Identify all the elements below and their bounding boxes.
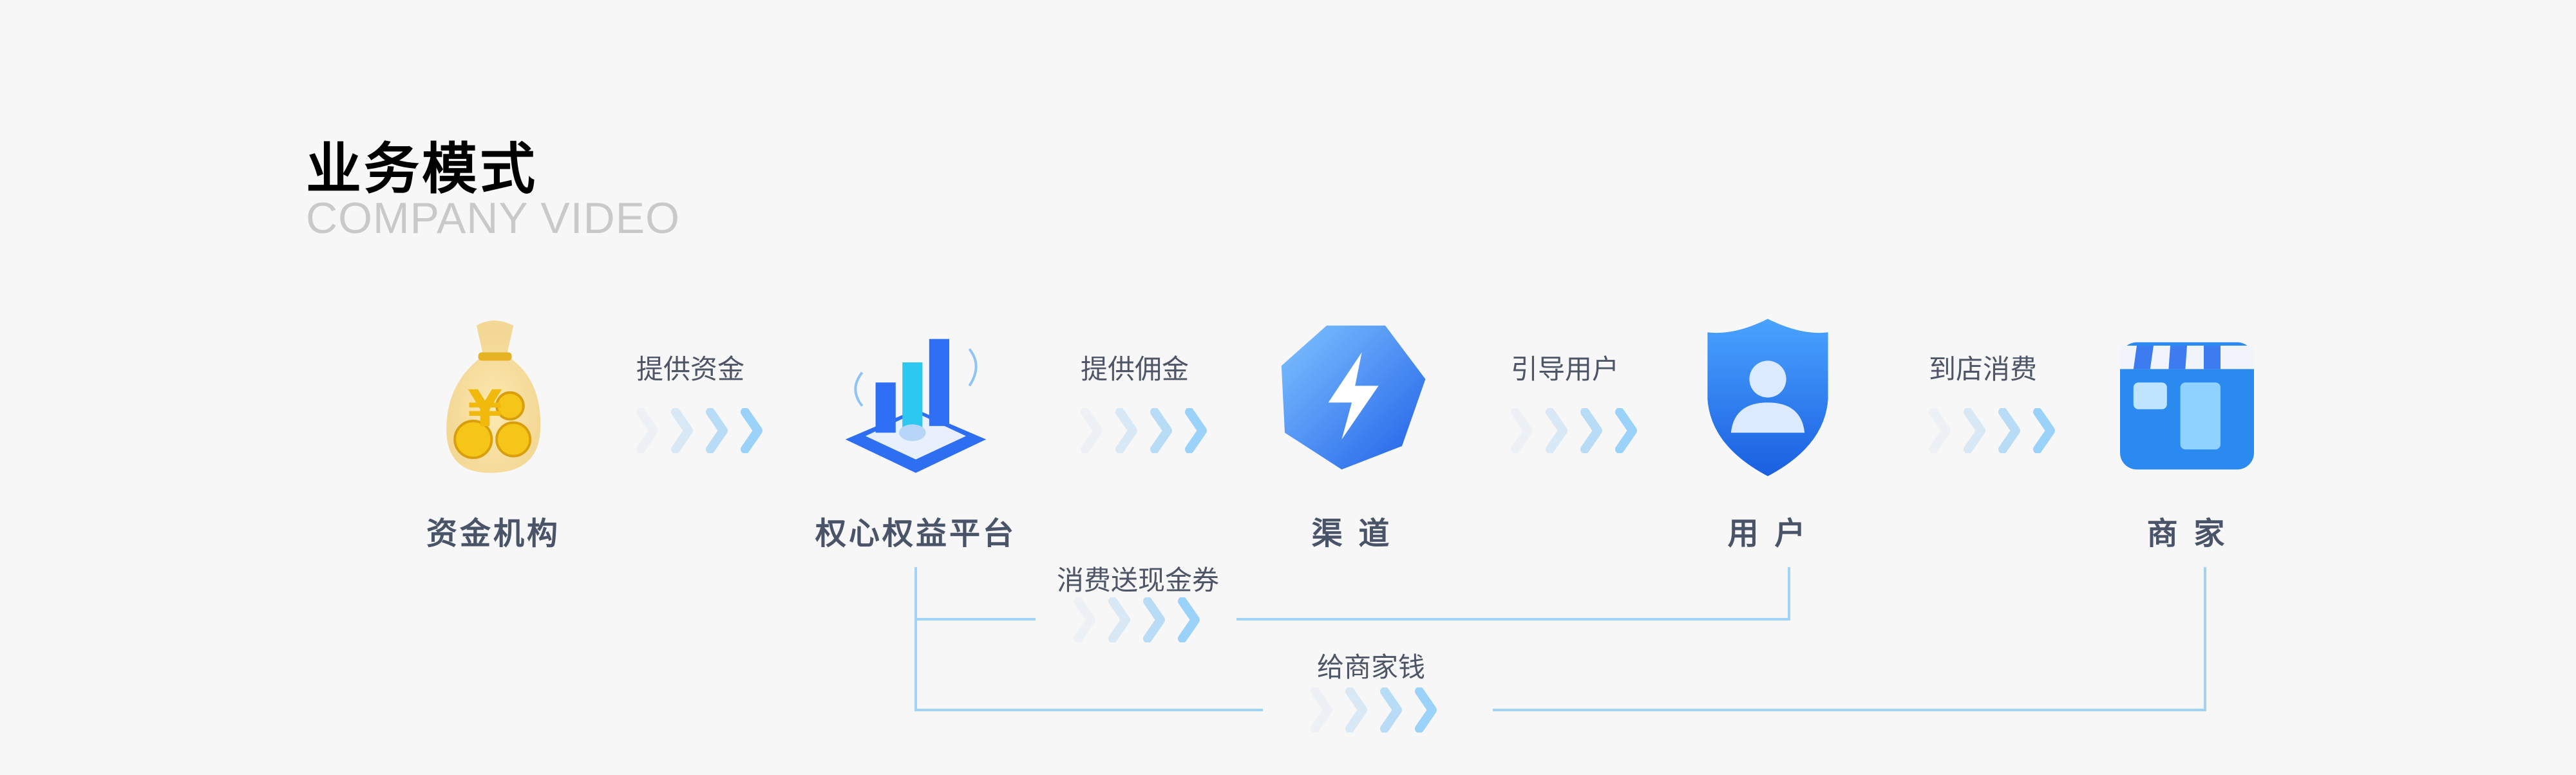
page-title: 业务模式 [306, 137, 538, 201]
flow-label: 引导用户 [1510, 353, 1620, 385]
node-platform: 权心权益平台 [787, 312, 1045, 553]
connector-line [914, 709, 1263, 711]
chevron-arrow-icon [1077, 408, 1218, 453]
flow-label: 提供佣金 [1080, 353, 1189, 385]
connector-line [1236, 618, 1790, 621]
bar-chart-platform-icon [845, 339, 987, 473]
store-icon [2120, 342, 2254, 470]
node-label: 资金机构 [426, 516, 560, 552]
money-bag-icon: ¥ [446, 321, 541, 473]
node-label: 渠 道 [1311, 516, 1392, 552]
chevron-arrow-icon [1070, 597, 1211, 642]
node-funding-institution: ¥ 资金机构 [365, 312, 622, 553]
chevron-arrow-icon [632, 408, 774, 453]
connector-line [2204, 567, 2206, 711]
page-subtitle: COMPANY VIDEO [306, 194, 681, 243]
return-flow-label: 给商家钱 [1316, 651, 1426, 683]
connector-line [914, 618, 1036, 621]
node-merchant: 商 家 [2058, 312, 2316, 553]
node-label: 用 户 [1727, 516, 1808, 552]
chevron-arrow-icon [1507, 408, 1649, 453]
chevron-arrow-icon [1925, 408, 2067, 453]
node-label: 商 家 [2146, 516, 2228, 552]
connector-line [1493, 709, 2206, 711]
svg-text:¥: ¥ [468, 380, 502, 438]
connector-line [1788, 567, 1790, 621]
node-channel: 渠 道 [1223, 312, 1481, 553]
connector-line [914, 567, 917, 711]
return-flow-label: 消费送现金券 [1056, 565, 1220, 596]
node-label: 权心权益平台 [815, 516, 1016, 552]
flow-label: 提供资金 [636, 353, 745, 385]
flow-label: 到店消费 [1928, 353, 2038, 385]
user-shield-icon [1707, 319, 1828, 476]
lightning-icon [1281, 325, 1426, 470]
chevron-arrow-icon [1307, 687, 1448, 733]
node-user: 用 户 [1639, 312, 1897, 553]
